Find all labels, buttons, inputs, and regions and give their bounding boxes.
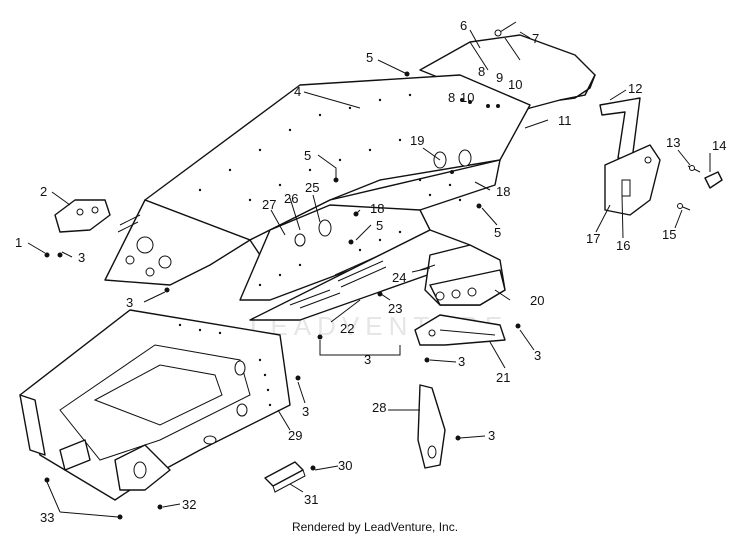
callout-3c: 3 [364, 352, 371, 367]
callout-10a: 10 [508, 77, 522, 92]
footer-credit: Rendered by LeadVenture, Inc. [291, 520, 459, 534]
callout-3b: 3 [126, 295, 133, 310]
callout-33: 33 [40, 510, 54, 525]
pin-13-icon [687, 165, 701, 173]
callout-14: 14 [712, 138, 726, 153]
mount-block-20-part [419, 244, 506, 306]
callout-32: 32 [182, 497, 196, 512]
callout-1: 1 [15, 235, 22, 250]
fastener-7-icon [494, 21, 517, 37]
bulkhead-29-part [19, 309, 291, 501]
callout-17: 17 [586, 231, 600, 246]
callout-6: 6 [460, 18, 467, 33]
angle-31-part [264, 461, 306, 493]
callout-4: 4 [294, 84, 301, 99]
callout-31: 31 [304, 492, 318, 507]
callout-29: 29 [288, 428, 302, 443]
callout-labels: 1 2 3 4 5 6 7 8 9 10 8 10 11 12 13 14 15… [15, 18, 726, 525]
callout-25: 25 [305, 180, 319, 195]
callout-5d: 5 [494, 225, 501, 240]
callout-27: 27 [262, 197, 276, 212]
callout-19: 19 [410, 133, 424, 148]
bracket-2-part [54, 199, 111, 233]
callout-13: 13 [666, 135, 680, 150]
callout-26: 26 [284, 191, 298, 206]
callout-24: 24 [392, 270, 406, 285]
callout-3g: 3 [488, 428, 495, 443]
side-plate-17-part [604, 144, 661, 216]
callout-22: 22 [340, 321, 354, 336]
callout-5c: 5 [376, 218, 383, 233]
callout-2: 2 [40, 184, 47, 199]
bracket-12-part [599, 97, 641, 161]
plate-21-part [414, 314, 506, 346]
callout-11: 11 [558, 113, 572, 128]
callout-16: 16 [616, 238, 630, 253]
callout-10b: 10 [460, 90, 474, 105]
callout-9: 9 [496, 70, 503, 85]
callout-23: 23 [388, 301, 402, 316]
callout-30: 30 [338, 458, 352, 473]
callout-3a: 3 [78, 250, 85, 265]
callout-3d: 3 [534, 348, 541, 363]
callout-15: 15 [662, 227, 676, 242]
leader-lines [27, 29, 711, 518]
callout-5a: 5 [366, 50, 373, 65]
callout-8b: 8 [448, 90, 455, 105]
callout-21: 21 [496, 370, 510, 385]
callout-18a: 18 [370, 201, 384, 216]
callout-7: 7 [532, 31, 539, 46]
arm-bracket-28-part [417, 384, 446, 469]
pin-15-icon [677, 203, 691, 211]
knob-14-icon [704, 171, 723, 189]
callout-8a: 8 [478, 64, 485, 79]
callout-12: 12 [628, 81, 642, 96]
callout-5b: 5 [304, 148, 311, 163]
callout-3e: 3 [458, 354, 465, 369]
callout-28: 28 [372, 400, 386, 415]
callout-20: 20 [530, 293, 544, 308]
tunnel-part [104, 74, 531, 321]
callout-18b: 18 [496, 184, 510, 199]
callout-3f: 3 [302, 404, 309, 419]
